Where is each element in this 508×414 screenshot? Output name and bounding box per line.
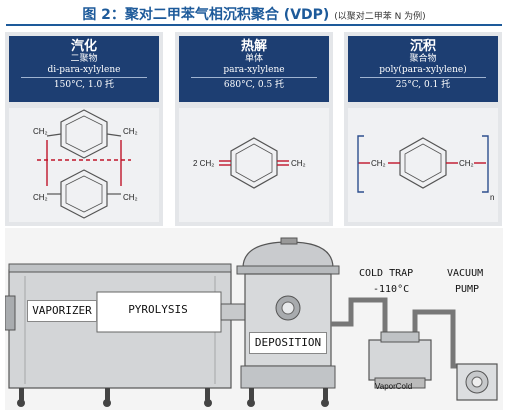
stage-divider — [191, 77, 317, 78]
bracket-right — [482, 135, 489, 193]
stage-header: 汽化 二聚物 di-para-xylylene 150°C, 1.0 托 — [9, 36, 159, 102]
ch2-label-bl: CH₂ — [33, 193, 48, 202]
monomer-ring — [230, 137, 278, 189]
vacuum-label: VACUUM — [447, 268, 484, 279]
stage-vaporization: 汽化 二聚物 di-para-xylylene 150°C, 1.0 托 CH₂ — [5, 32, 163, 226]
ch2-label-right: CH₂ — [291, 159, 306, 168]
stage-divider — [360, 77, 486, 78]
repeat-n-label: n — [490, 193, 494, 202]
vaporizer-label: VAPORIZER — [27, 300, 97, 322]
ch2-label-tr: CH₂ — [123, 127, 138, 136]
dimer-structure: CH₂ CH₂ CH₂ CH₂ — [9, 108, 159, 222]
pump-label: PUMP — [455, 284, 480, 295]
stage-species: 二聚物 — [70, 54, 98, 64]
stage-conditions: 25°C, 0.1 托 — [395, 80, 451, 90]
stage-header: 沉积 聚合物 poly(para-xylylene) 25°C, 0.1 托 — [348, 36, 498, 102]
ch2-label-right: CH₂ — [459, 159, 474, 168]
monomer-structure: 2 CH₂ CH₂ — [179, 108, 329, 222]
pyrolysis-label: PYROLYSIS — [128, 303, 188, 316]
cold-trap-temp: -110°C — [373, 284, 410, 295]
chamber-base — [240, 365, 336, 389]
pipe-to-trap — [331, 297, 388, 340]
figure-title-text: 图 2：聚对二甲苯气相沉积聚合 (VDP) — [82, 7, 330, 23]
stage-name: 沉积 — [409, 39, 436, 54]
cold-trap-label: COLD TRAP — [359, 268, 414, 279]
title-rule — [6, 24, 502, 26]
ch2-label-tl: CH₂ — [33, 127, 48, 136]
stage-name: 热解 — [240, 39, 267, 54]
polymer-ring — [399, 137, 447, 189]
cabinet-top — [8, 263, 232, 273]
stage-header: 热解 单体 para-xylylene 680°C, 0.5 托 — [179, 36, 329, 102]
vaporcold-brand: VaporCold — [375, 382, 413, 391]
vaporizer-door — [4, 295, 16, 331]
stage-compound: di-para-xylylene — [47, 65, 121, 75]
bracket-left — [357, 135, 364, 193]
stage-name: 汽化 — [70, 39, 97, 54]
stage-compound: para-xylylene — [223, 65, 285, 75]
pyrolysis-tube — [96, 291, 222, 333]
stage-species: 单体 — [244, 54, 263, 64]
equipment-svg — [4, 237, 498, 407]
figure-title: 图 2：聚对二甲苯气相沉积聚合 (VDP) (以聚对二甲苯 N 为例) — [0, 4, 508, 24]
stage-pyrolysis: 热解 单体 para-xylylene 680°C, 0.5 托 2 CH₂ C… — [175, 32, 333, 226]
chamber-lid — [242, 241, 334, 269]
monomer-structure-svg: 2 CH₂ CH₂ — [193, 137, 306, 189]
stage-compound: poly(para-xylylene) — [379, 65, 467, 75]
cold-trap-unit — [368, 339, 432, 381]
stage-species: 聚合物 — [409, 54, 437, 64]
two-ch2-label: 2 CH₂ — [193, 159, 214, 168]
stage-conditions: 680°C, 0.5 托 — [223, 80, 285, 90]
stage-divider — [21, 77, 147, 78]
dimer-ring-top — [60, 109, 108, 159]
equipment-panel: VAPORIZER PYROLYSIS DEPOSITION COLD TRAP… — [4, 228, 503, 410]
stage-deposition: 沉积 聚合物 poly(para-xylylene) 25°C, 0.1 托 C… — [344, 32, 502, 226]
connector-pipe — [220, 303, 248, 321]
deposition-label: DEPOSITION — [249, 332, 327, 354]
ch2-label-left: CH₂ — [371, 159, 386, 168]
stage-conditions: 150°C, 1.0 托 — [53, 80, 115, 90]
polymer-structure: CH₂ CH₂ n — [348, 108, 498, 222]
polymer-structure-svg: CH₂ CH₂ n — [357, 135, 494, 202]
dimer-structure-svg: CH₂ CH₂ CH₂ CH₂ — [33, 109, 138, 219]
figure-subtitle: (以聚对二甲苯 N 为例) — [334, 12, 426, 22]
ch2-label-br: CH₂ — [123, 193, 138, 202]
dimer-ring-bottom — [60, 169, 108, 219]
